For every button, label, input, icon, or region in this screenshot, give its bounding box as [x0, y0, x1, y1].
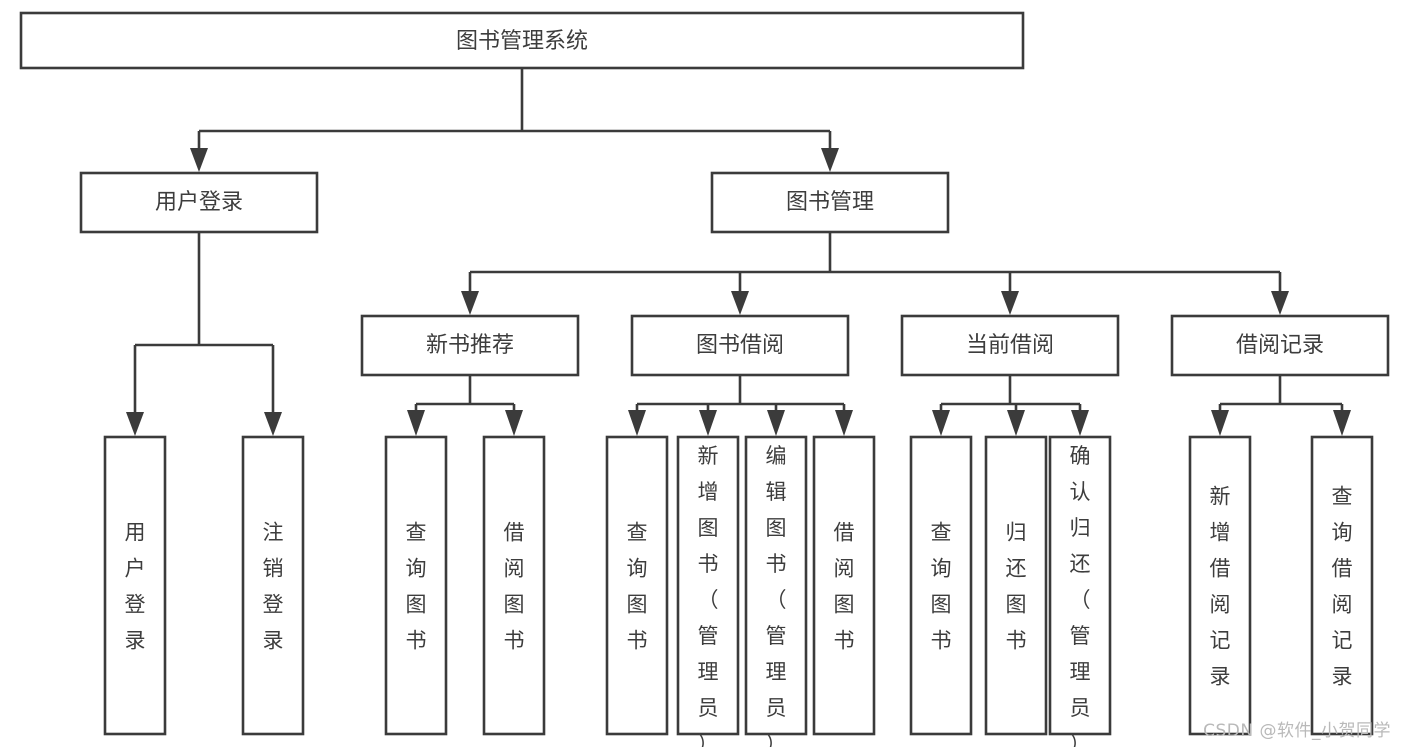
arrow-head-icon	[932, 410, 950, 436]
leaf-label-2: 查询图书	[406, 520, 427, 652]
leaf-box-borrow-book-rec[interactable]	[482, 435, 546, 736]
node-new-book-recommend-label: 新书推荐	[426, 333, 514, 358]
node-borrow-record-box	[1170, 314, 1390, 377]
node-book-management[interactable]: 图书管理	[710, 171, 950, 234]
arrow-head-icon	[1007, 410, 1025, 436]
leaf-label-9: 归还图书	[1006, 520, 1027, 652]
leaf-box-add-borrow-record[interactable]	[1188, 435, 1252, 736]
node-new-book-recommend[interactable]: 新书推荐	[360, 314, 580, 377]
leaf-box-query-book-borrow[interactable]	[605, 435, 669, 736]
watermark-credit: CSDN @软件_小贺同学	[1203, 721, 1391, 741]
connector-group-newbook-to-leaves	[407, 375, 523, 436]
leaf-label-3: 借阅图书	[504, 520, 525, 652]
leaf-label-5: 新增图书（管理员）	[698, 444, 719, 747]
leaf-box-return-book[interactable]	[984, 435, 1048, 736]
arrow-head-icon	[1271, 291, 1289, 315]
node-user-login-box	[79, 171, 319, 234]
connector-group-bookmgmt-to-level3	[461, 232, 1289, 315]
node-book-borrow[interactable]: 图书借阅	[630, 314, 850, 377]
node-current-borrow[interactable]: 当前借阅	[900, 314, 1120, 377]
node-user-login[interactable]: 用户登录	[79, 171, 319, 234]
leaf-box-logout[interactable]	[241, 435, 305, 736]
arrow-head-icon	[767, 410, 785, 436]
leaf-box-user-login[interactable]	[103, 435, 167, 736]
node-book-management-label: 图书管理	[786, 190, 874, 215]
leaf-box-confirm-return-admin[interactable]	[1048, 435, 1112, 736]
node-current-borrow-label: 当前借阅	[966, 333, 1054, 358]
leaf-label-6: 编辑图书（管理员）	[766, 444, 787, 747]
node-current-borrow-box	[900, 314, 1120, 377]
leaf-box-query-book-current[interactable]	[909, 435, 973, 736]
leaf-label-12: 查询借阅记录	[1332, 484, 1353, 688]
node-root-box	[19, 11, 1025, 70]
leaf-box-borrow-book[interactable]	[812, 435, 876, 736]
arrow-head-icon	[821, 148, 839, 172]
connector-group-borrowrecord-to-leaves	[1211, 375, 1351, 436]
node-borrow-record-label: 借阅记录	[1236, 333, 1324, 358]
arrow-head-icon	[628, 410, 646, 436]
node-root-label: 图书管理系统	[456, 29, 588, 54]
arrow-head-icon	[461, 291, 479, 315]
node-book-management-box	[710, 171, 950, 234]
arrow-head-icon	[126, 412, 144, 436]
leaf-label-1: 注销登录	[263, 520, 284, 652]
arrow-head-icon	[699, 410, 717, 436]
node-borrow-record[interactable]: 借阅记录	[1170, 314, 1390, 377]
leaf-box-query-borrow-record[interactable]	[1310, 435, 1374, 736]
arrow-head-icon	[1071, 410, 1089, 436]
arrow-head-icon	[731, 291, 749, 315]
connector-group-bookborrow-to-leaves	[628, 375, 853, 436]
node-new-book-recommend-box	[360, 314, 580, 377]
arrow-head-icon	[190, 148, 208, 172]
arrow-head-icon	[835, 410, 853, 436]
leaf-label-8: 查询图书	[931, 520, 952, 652]
leaf-node-group	[103, 435, 1374, 736]
arrow-head-icon	[1333, 410, 1351, 436]
arrow-head-icon	[505, 410, 523, 436]
connector-group-userlogin-to-leaves	[126, 232, 282, 436]
leaf-label-0: 用户登录	[125, 520, 146, 652]
node-book-borrow-label: 图书借阅	[696, 333, 784, 358]
leaf-label-4: 查询图书	[627, 520, 648, 652]
leaf-label-7: 借阅图书	[834, 520, 855, 652]
arrow-head-icon	[1211, 410, 1229, 436]
leaf-label-group: 用户登录 注销登录 查询图书 借阅图书 查询图书 新增图书（管理员） 编辑图书（管理员） 借阅…	[125, 444, 1353, 747]
connector-group-currentborrow-to-leaves	[932, 375, 1089, 436]
arrow-head-icon	[407, 410, 425, 436]
connector-group-root-to-level2	[190, 68, 839, 172]
leaf-box-edit-book-admin[interactable]	[744, 435, 808, 736]
node-book-borrow-box	[630, 314, 850, 377]
leaf-box-query-book-rec[interactable]	[384, 435, 448, 736]
node-user-login-label: 用户登录	[155, 190, 243, 215]
leaf-box-add-book-admin[interactable]	[676, 435, 740, 736]
arrow-head-icon	[1001, 291, 1019, 315]
leaf-label-10: 确认归还（管理员）	[1070, 444, 1091, 747]
arrow-head-icon	[264, 412, 282, 436]
leaf-label-11: 新增借阅记录	[1210, 484, 1231, 688]
node-root[interactable]: 图书管理系统	[19, 11, 1025, 70]
